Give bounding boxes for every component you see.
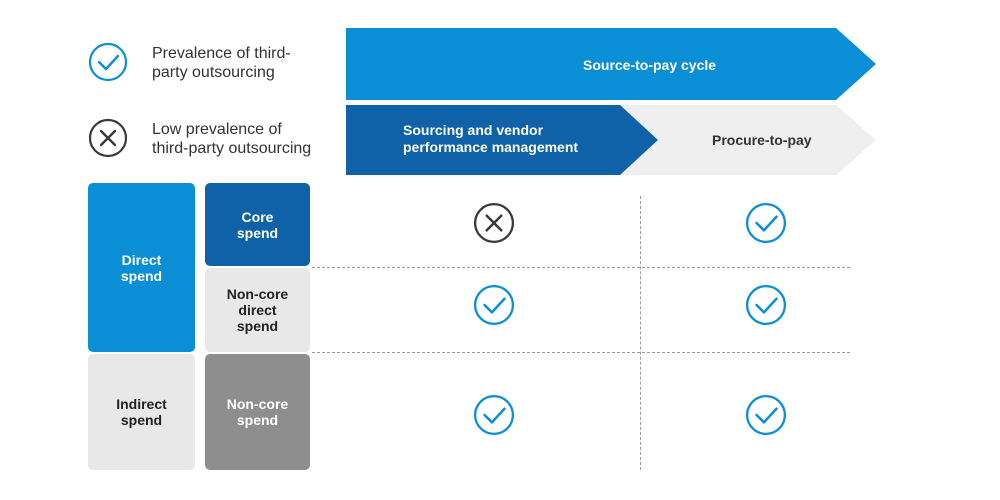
check-icon [745, 394, 787, 436]
check-icon [473, 394, 515, 436]
procure-to-pay-label: Procure-to-pay [712, 132, 812, 148]
indirect-spend-box: Indirect spend [88, 354, 195, 470]
procure-to-pay-arrow [600, 105, 876, 175]
cross-icon [473, 202, 515, 244]
legend-cross-label: Low prevalence of third-party outsourcin… [152, 121, 312, 157]
column-divider [640, 196, 641, 470]
noncore-spend-label: Non-core spend [226, 396, 289, 428]
legend-check-label: Prevalence of third- party outsourcing [152, 45, 291, 81]
indirect-spend-label: Indirect spend [116, 396, 167, 428]
direct-spend-label: Direct spend [120, 251, 163, 284]
row-divider-1 [312, 267, 850, 268]
source-to-pay-label: Source-to-pay cycle [583, 57, 717, 73]
check-icon [745, 202, 787, 244]
sourcing-label: Sourcing and vendor performance manageme… [403, 122, 579, 155]
core-spend-box: Core spend [205, 183, 310, 266]
noncore-direct-spend-label: Non-core direct spend [226, 286, 289, 334]
noncore-direct-spend-box: Non-core direct spend [205, 268, 310, 352]
cross-icon [88, 118, 128, 158]
check-icon [473, 284, 515, 326]
source-to-pay-arrow [346, 28, 876, 100]
sourcing-arrow [346, 105, 658, 175]
row-divider-2 [312, 352, 850, 353]
direct-spend-box: Direct spend [88, 183, 195, 352]
core-spend-label: Core spend [236, 208, 279, 241]
noncore-spend-box: Non-core spend [205, 354, 310, 470]
check-icon [745, 284, 787, 326]
check-icon [88, 42, 128, 82]
